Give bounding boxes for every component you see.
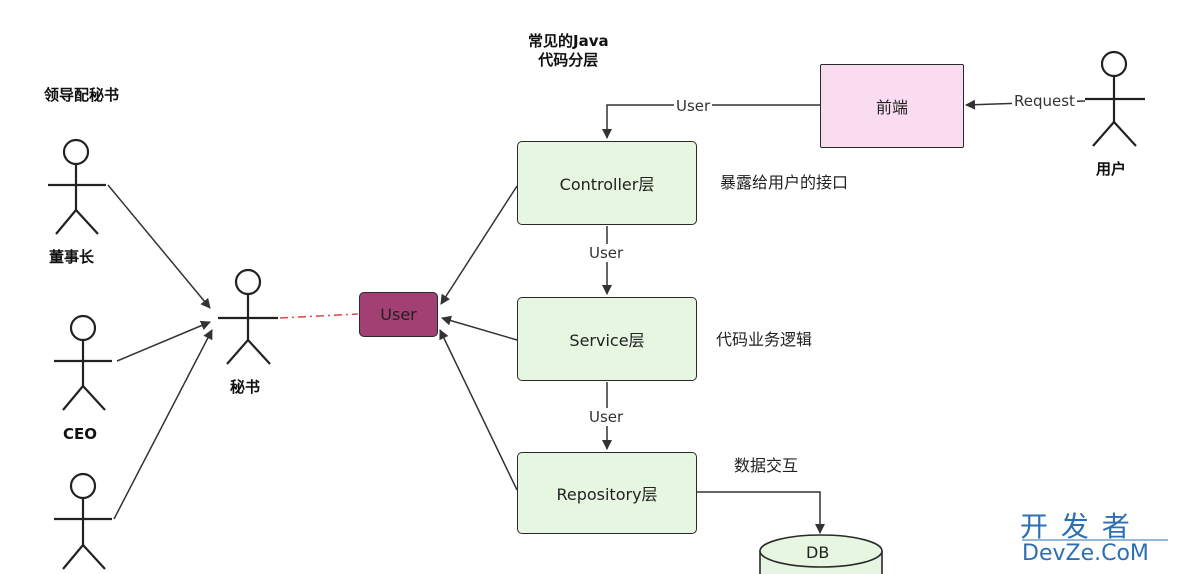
user-entity-box[interactable]: User: [359, 292, 438, 337]
request-edge-label: Request: [1012, 92, 1077, 110]
service-note: 代码业务逻辑: [716, 330, 813, 349]
db-cylinder-icon: [759, 534, 883, 574]
frontend-box[interactable]: 前端: [820, 64, 964, 148]
ceo-to-secretary-arrow: [116, 320, 211, 362]
user-person-actor-icon: [1085, 50, 1145, 147]
repository-layer-box[interactable]: Repository层: [517, 452, 697, 534]
frontend-to-controller-edge-label: User: [674, 97, 713, 115]
chairman-actor-icon: [48, 138, 106, 235]
repository-note: 数据交互: [734, 456, 799, 475]
third-actor-icon: [54, 472, 112, 570]
service-to-user-arrow: [441, 315, 518, 341]
chairman-label: 董事长: [49, 248, 95, 266]
db-label: DB: [806, 543, 830, 562]
ceo-actor-icon: [54, 314, 112, 411]
controller-to-service-edge-label: User: [587, 244, 626, 262]
title-line-1: 常见的Java: [528, 32, 609, 50]
chairman-to-secretary-arrow: [107, 184, 211, 309]
title-line-2: 代码分层: [538, 50, 599, 69]
service-to-repository-edge-label: User: [587, 408, 626, 426]
diagram-title: 常见的Java 代码分层: [528, 32, 609, 70]
secretary-user-dashed-link: [279, 313, 359, 319]
watermark-bottom: DevZe.CoM: [1022, 541, 1149, 566]
left-section-title: 领导配秘书: [44, 86, 120, 104]
secretary-label: 秘书: [230, 378, 261, 396]
controller-layer-box[interactable]: Controller层: [517, 141, 697, 225]
ceo-label: CEO: [63, 425, 98, 443]
secretary-actor-icon: [218, 268, 278, 365]
repository-to-user-arrow: [439, 329, 518, 491]
user-person-label: 用户: [1096, 160, 1127, 178]
watermark-top: 开 发 者: [1020, 510, 1132, 543]
third-to-secretary-arrow: [113, 329, 213, 520]
controller-to-user-arrow: [440, 185, 518, 305]
controller-note: 暴露给用户的接口: [720, 173, 849, 192]
frontend-to-controller-arrow: [602, 104, 820, 139]
service-layer-box[interactable]: Service层: [517, 297, 697, 381]
repository-to-db-arrow: [697, 491, 825, 534]
